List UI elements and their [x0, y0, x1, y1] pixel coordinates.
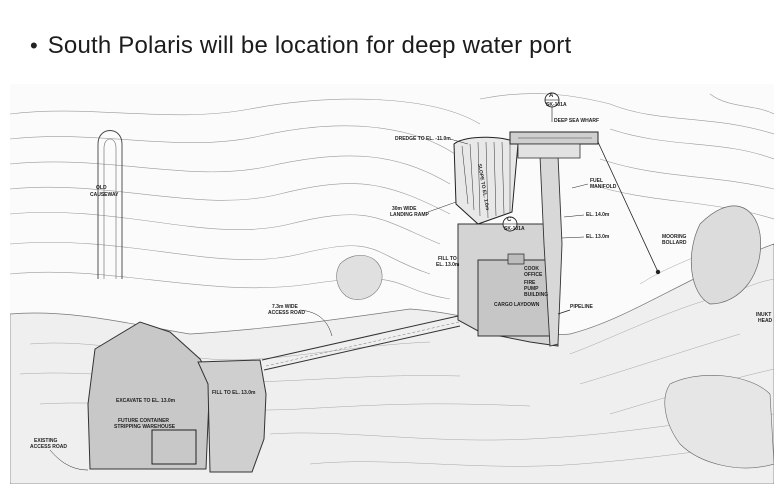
cargo-laydown-label: CARGO LAYDOWN [494, 302, 540, 308]
inukshuk-head-label-1: INUKT [756, 312, 771, 318]
mooring-bollard-label-2: BOLLARD [662, 240, 687, 246]
landing-ramp [453, 136, 519, 225]
fill-to-label-1: FILL TO [438, 256, 457, 262]
fire-pump-label-1: FIRE [524, 280, 536, 286]
mooring-bollard [597, 141, 661, 275]
slide-bullet-point: • South Polaris will be location for dee… [30, 28, 571, 64]
old-causeway-label-1: OLD [96, 185, 107, 191]
access-road-label-1: 7.3m WIDE [272, 304, 299, 310]
existing-road-label-2: ACCESS ROAD [30, 444, 67, 450]
contour-lines [10, 93, 774, 300]
access-road [261, 315, 461, 371]
old-causeway [97, 130, 123, 279]
excavate-label: EXCAVATE TO EL. 13.0m [116, 398, 176, 404]
fill-to-label-2: EL. 13.0m [436, 262, 460, 268]
fire-pump-label-3: BUILDING [524, 292, 548, 298]
section-c-ref: SK-101A [504, 226, 525, 232]
fuel-manifold-label-1: FUEL [590, 178, 603, 184]
section-a-ref: SK-101A [546, 102, 567, 108]
cook-office-building [507, 253, 525, 265]
access-road-label-2: ACCESS ROAD [268, 310, 305, 316]
landing-ramp-label-1: 30m WIDE [392, 206, 417, 212]
old-causeway-label-2: CAUSEWAY [90, 192, 119, 198]
landing-ramp-label-2: LANDING RAMP [390, 212, 430, 218]
inukshuk-head-label-2: HEAD [758, 318, 773, 324]
fuel-manifold-label-2: MANIFOLD [590, 184, 617, 190]
dredge-label: DREDGE TO EL. -11.0m [395, 136, 451, 142]
el-13-label: EL. 13.0m [586, 234, 610, 240]
bullet-marker: • [30, 33, 38, 58]
map-labels: OLD CAUSEWAY DREDGE TO EL. -11.0m DEEP S… [30, 118, 773, 471]
section-c-letter: C [507, 217, 512, 223]
future-container-warehouse [151, 429, 197, 465]
pipeline-label: PIPELINE [570, 304, 593, 310]
fire-pump-label-2: PUMP [524, 286, 539, 292]
section-a-letter: A [549, 93, 554, 99]
slide-heading: South Polaris will be location for deep … [47, 32, 572, 59]
cargo-laydown-pad [477, 259, 551, 337]
cook-office-label-2: OFFICE [524, 272, 543, 278]
mooring-bollard-label-1: MOORING [662, 234, 687, 240]
fill-area [197, 359, 267, 473]
pipeline [557, 309, 571, 315]
cook-office-label-1: COOK [524, 266, 539, 272]
deep-sea-wharf-label: DEEP SEA WHARF [554, 118, 599, 124]
el-14-label: EL. 14.0m [586, 212, 610, 218]
fill-13-label: FILL TO EL. 13.0m [212, 390, 256, 396]
existing-road-label-1: EXISTING [34, 438, 57, 444]
deep-sea-wharf [509, 131, 599, 159]
section-marker-c: C SK-101A [502, 216, 525, 232]
future-container-label-2: STRIPPING WAREHOUSE [114, 424, 176, 430]
site-plan-map: A SK-101A C SK-101A OLD CAUSEWAY DREDGE … [10, 84, 774, 484]
section-marker-a: A SK-101A [544, 92, 567, 122]
future-container-label-1: FUTURE CONTAINER [118, 418, 169, 424]
